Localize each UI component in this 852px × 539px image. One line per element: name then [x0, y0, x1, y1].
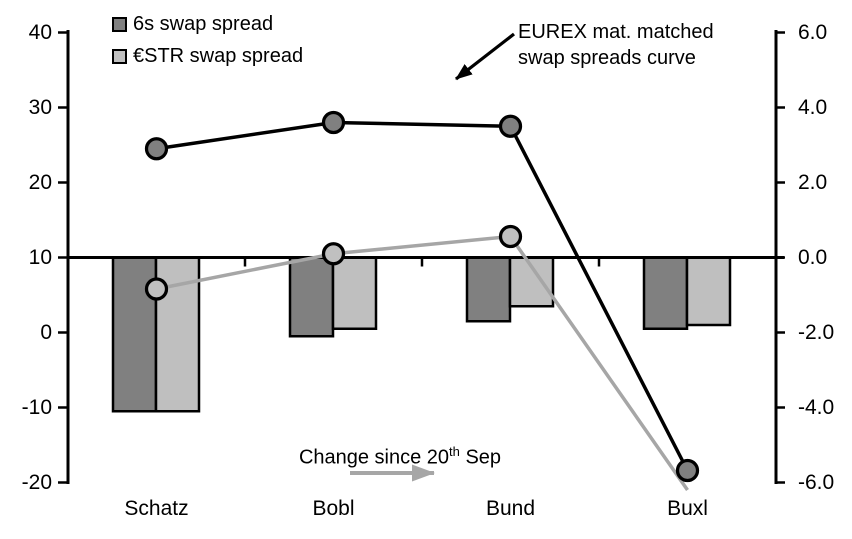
legend-label-estr: €STR swap spread	[133, 45, 304, 67]
curve-annotation-line1: EUREX mat. matched	[518, 21, 714, 43]
6s-marker-buxl	[675, 458, 700, 483]
estr-marker-bobl	[321, 242, 346, 266]
6s-marker-bund	[498, 114, 523, 138]
left-axis-tick-label: 40	[28, 20, 52, 44]
change-annotation-suffix: Sep	[459, 446, 502, 469]
legend-swatch-dark-icon	[112, 16, 127, 32]
bar-6s-bund	[465, 256, 512, 323]
estr-marker-bund	[498, 224, 523, 249]
left-axis-tick-label: 0	[40, 320, 52, 344]
left-axis-tick-label: -20	[21, 470, 52, 494]
estr-curve-line	[156, 234, 689, 492]
change-annotation-sup: th	[449, 444, 460, 459]
category-label-bund: Bund	[485, 497, 536, 520]
right-axis-tick-label: 6.0	[798, 20, 828, 44]
left-axis-tick-label: -10	[21, 395, 52, 419]
left-axis-tick-label: 30	[28, 95, 52, 119]
bar-estr-bobl	[331, 256, 378, 330]
right-axis-tick-label: -6.0	[798, 470, 835, 494]
category-label-buxl: Buxl	[667, 497, 708, 520]
right-axis-tick-label: -2.0	[798, 320, 835, 344]
right-axis-tick-label: -4.0	[798, 395, 835, 419]
legend: 6s swap spread €STR swap spread	[112, 8, 303, 72]
estr-marker-schatz	[144, 277, 169, 301]
right-axis-tick-label: 2.0	[798, 170, 828, 194]
legend-item-estr-swap-spread: €STR swap spread	[112, 40, 303, 72]
bar-6s-bobl	[288, 256, 335, 338]
curve-annotation: EUREX mat. matched swap spreads curve	[518, 19, 714, 71]
left-axis-tick-label: 10	[28, 245, 52, 269]
change-annotation: Change since 20th Sep	[250, 440, 550, 470]
6s-marker-bobl	[321, 110, 346, 135]
6s-marker-schatz	[144, 137, 169, 161]
right-axis-tick-label: 0.0	[798, 245, 828, 269]
curve-annotation-line2: swap spreads curve	[518, 47, 696, 69]
change-annotation-prefix: Change since 20	[298, 446, 450, 469]
right-axis-tick-label: 4.0	[798, 95, 828, 119]
legend-swatch-light-icon	[112, 48, 127, 64]
left-axis-tick-label: 20	[28, 170, 52, 194]
bar-6s-buxl	[642, 256, 689, 330]
category-label-schatz: Schatz	[124, 497, 189, 520]
legend-item-6s-swap-spread: 6s swap spread	[112, 8, 303, 40]
bar-estr-buxl	[685, 256, 732, 327]
6s-curve-line	[156, 120, 690, 472]
legend-label-6s: 6s swap spread	[133, 13, 274, 35]
curve-annotation-arrow-icon	[455, 32, 515, 81]
category-label-bobl: Bobl	[312, 497, 355, 520]
